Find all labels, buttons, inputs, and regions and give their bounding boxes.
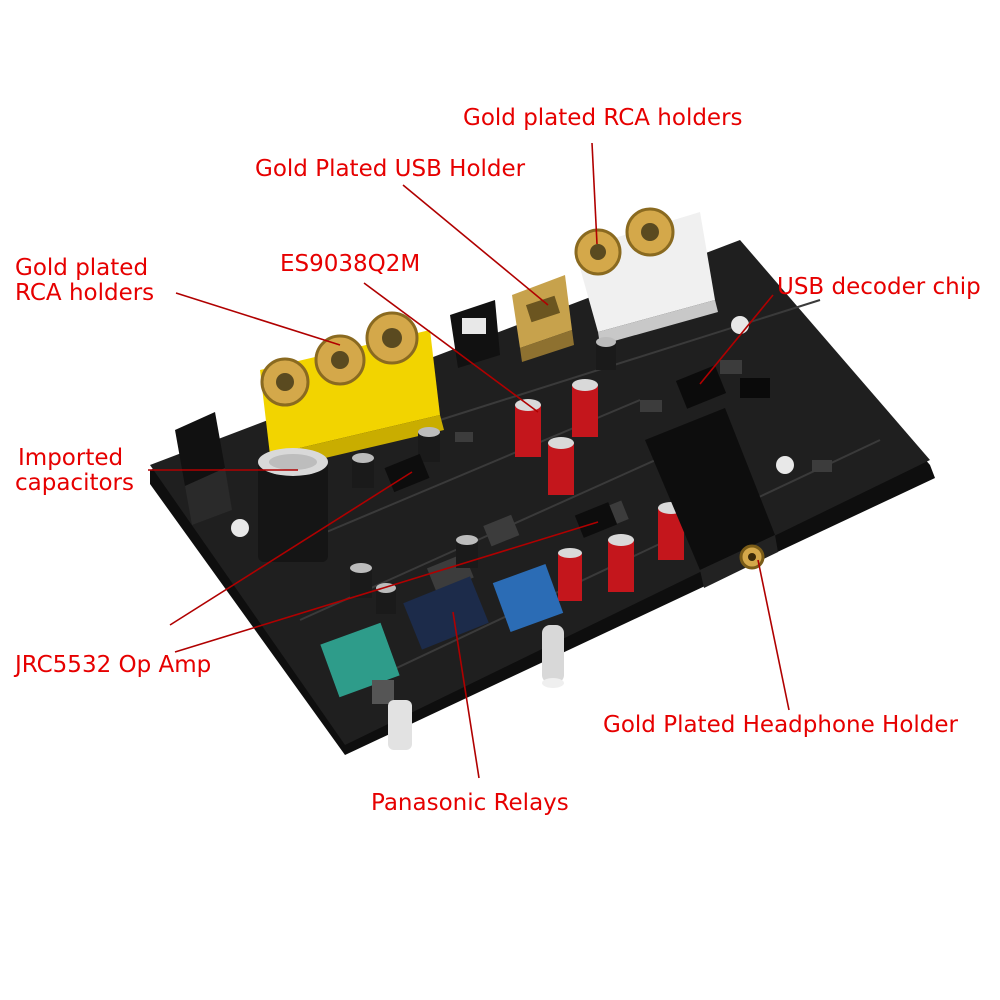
rca-holders-white	[574, 207, 718, 345]
leader-usb-decoder	[699, 294, 774, 385]
usb-decoder-chip	[675, 365, 727, 409]
label-usb-decoder: USB decoder chip	[777, 274, 981, 300]
relays	[403, 576, 489, 650]
mounting-hole	[731, 316, 749, 334]
label-capacitors-line1: Imported	[18, 445, 123, 471]
leader-op-amp-1	[169, 471, 413, 626]
label-rca-left-line2: RCA holders	[15, 280, 154, 306]
usb-holder	[512, 275, 574, 362]
leader-rca-top	[591, 142, 598, 245]
rca-holders-yellow	[260, 311, 444, 470]
blue-potentiometer	[492, 563, 564, 688]
label-rca-top: Gold plated RCA holders	[463, 105, 743, 131]
dc-power-jack	[175, 412, 232, 525]
leader-usb-holder	[402, 184, 549, 306]
label-op-amp: JRC5532 Op Amp	[13, 652, 211, 678]
mounting-hole	[231, 519, 249, 537]
small-capacitors	[350, 337, 616, 614]
large-capacitor	[258, 448, 328, 562]
mounting-hole	[776, 456, 794, 474]
teal-potentiometer	[320, 622, 412, 750]
leader-rca-left	[175, 292, 341, 346]
label-headphone-holder: Gold Plated Headphone Holder	[603, 712, 959, 738]
leader-op-amp-2	[174, 521, 599, 653]
label-relays: Panasonic Relays	[371, 790, 569, 816]
leader-headphone	[757, 559, 790, 711]
leader-lines	[148, 142, 790, 779]
leader-relays	[452, 611, 480, 779]
label-capacitors-line2: capacitors	[15, 470, 134, 496]
label-rca-left-line1: Gold plated	[15, 255, 148, 281]
callout-labels: Gold plated RCA holders Gold Plated USB …	[13, 105, 981, 816]
label-dac-chip: ES9038Q2M	[280, 251, 420, 277]
headphone-jack	[645, 408, 778, 588]
label-usb-holder: Gold Plated USB Holder	[255, 156, 526, 182]
optical-input-jack	[450, 300, 500, 368]
leader-dac-chip	[363, 282, 539, 413]
